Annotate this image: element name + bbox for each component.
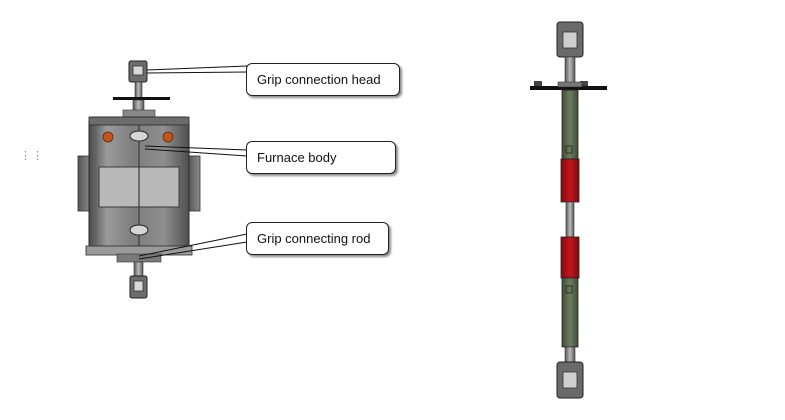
indicator-lamp-right — [162, 131, 174, 143]
leader-line-head — [146, 65, 248, 71]
drag-handle-icon[interactable]: ⋮⋮ — [20, 150, 44, 162]
rod-flange-plate — [530, 86, 607, 90]
callout-grip-connecting-rod: Grip connecting rod — [246, 222, 389, 255]
leader-line-body — [144, 145, 248, 151]
right-side-panel — [187, 155, 201, 212]
left-side-panel — [77, 155, 91, 212]
callout-grip-connection-head: Grip connection head — [246, 63, 400, 96]
lower-heater-section — [560, 236, 580, 279]
callout-label: Grip connection head — [257, 72, 381, 87]
bottom-grip-head — [129, 275, 148, 299]
top-plate — [113, 97, 170, 100]
callout-label: Furnace body — [257, 150, 337, 165]
indicator-lamp-left — [102, 131, 114, 143]
grip-rod-assembly — [530, 21, 607, 399]
furnace-assembly — [77, 60, 201, 299]
callout-furnace-body: Furnace body — [246, 141, 396, 174]
top-grip-head — [128, 60, 148, 99]
furnace-body-shell — [85, 116, 193, 256]
callout-label: Grip connecting rod — [257, 231, 371, 246]
leader-line-rod — [138, 233, 248, 257]
upper-heater-section — [560, 158, 580, 203]
leader-lines — [138, 65, 248, 260]
